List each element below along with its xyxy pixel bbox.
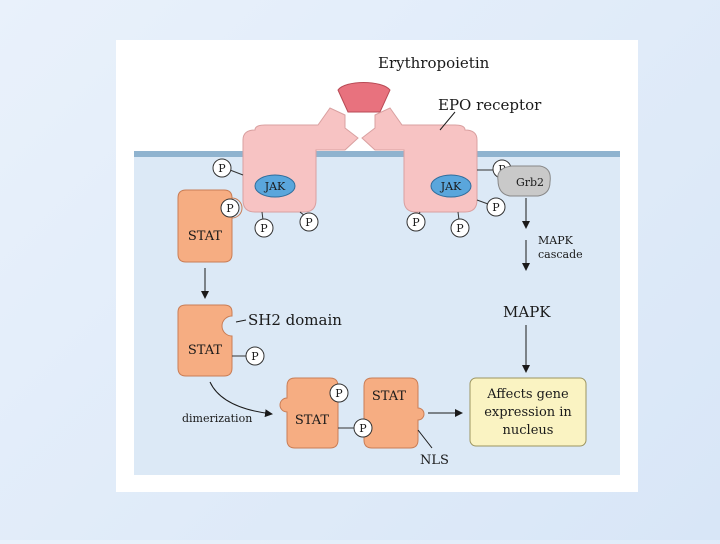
phosphate-stat-top [220,198,240,218]
phosphate-r6 [486,197,506,217]
stat-dimer-left-label: STAT [295,413,330,428]
phosphate-dimer-1-label: P [335,387,343,400]
phosphate-r2 [254,218,274,238]
erythropoietin-label: Erythropoietin [378,54,490,72]
stat-dimer-right [363,377,425,449]
phosphate-dimer-2-label: P [359,422,367,435]
phosphate-r2-label: P [260,222,268,235]
affects-label-1: Affects gene [486,387,569,402]
phosphate-r4 [406,212,426,232]
affects-label-3: nucleus [503,423,554,438]
phosphate-r3 [299,212,319,232]
gene-expression-box [469,377,587,447]
phosphate-r6-label: P [492,201,500,214]
phosphate-r5 [450,218,470,238]
phosphate-r5-label: P [456,222,464,235]
affects-label-2: expression in [484,405,572,420]
phosphate-r3-label: P [305,216,313,229]
nls-pointer [417,429,433,449]
phosphate-stat-top-label: P [226,202,234,215]
jak-right-label: JAK [440,180,462,193]
stat-top-label: STAT [188,229,223,244]
jak-left [254,174,296,198]
cell-membrane [134,151,620,157]
mapk-label: MAPK [503,303,551,321]
epo-receptor-label: EPO receptor [438,96,542,114]
phosphate-dimer-2 [353,418,373,438]
sh2-pointer [235,319,247,323]
stat-dimer-right-label: STAT [372,389,407,404]
stat-mid [177,304,233,377]
grb2-label: Grb2 [516,176,544,189]
phosphate-stat-mid-label: P [251,350,259,363]
grb2-shape [497,165,551,197]
stat-top [177,189,233,263]
mapk-cascade-label-1: MAPK [538,234,574,247]
mapk-cascade-label-2: cascade [538,248,583,261]
phosphate-r1 [212,158,232,178]
erythropoietin-shape [337,82,391,113]
nls-label: NLS [420,453,449,468]
jak-right [430,174,472,198]
phosphate-r4-label: P [412,216,420,229]
stat-top-notch [231,197,243,219]
dimerization-label: dimerization [182,412,252,425]
sh2-domain-label: SH2 domain [248,311,342,329]
phosphate-dimer-1 [329,383,349,403]
phosphate-stat-mid [245,346,265,366]
arrow-dimerization [209,381,273,418]
jak-left-label: JAK [264,180,286,193]
stat-mid-label: STAT [188,343,223,358]
phosphate-r1-label: P [218,162,226,175]
epo-receptor-pointer [439,111,456,131]
